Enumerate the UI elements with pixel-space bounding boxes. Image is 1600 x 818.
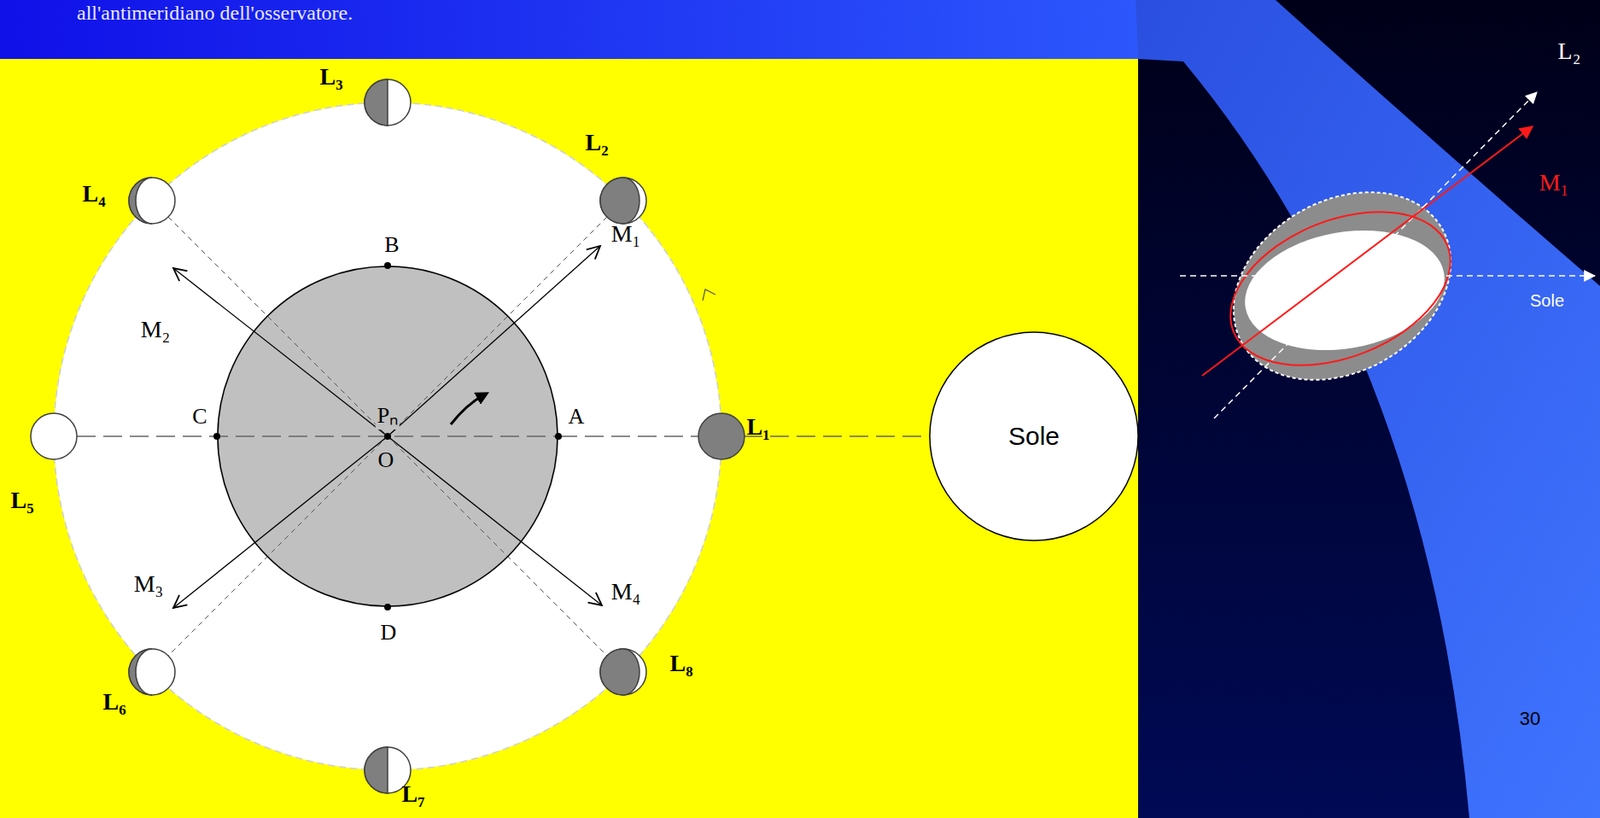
point-dot: [384, 603, 392, 611]
yellow-panel: [0, 58, 1139, 818]
meridian-arrow: [387, 245, 601, 437]
meridian-label: M₂: [140, 315, 171, 344]
sun-direction: [1179, 274, 1595, 277]
moon-axis: [1214, 92, 1537, 419]
lit-part: [1235, 216, 1455, 366]
waxing-crescent: [600, 177, 647, 224]
moon-label: L₇: [401, 780, 425, 808]
meridian-label: M₁: [1539, 169, 1570, 197]
page-number: 30: [1519, 707, 1541, 730]
sun-label: Sole: [1529, 291, 1565, 311]
moon-label: L₄: [81, 180, 106, 208]
moon-label: L₂: [1558, 37, 1582, 65]
point-dot: [213, 432, 221, 440]
moon-label: L₅: [10, 486, 34, 514]
blue-band: [1135, 0, 1600, 818]
moon-label: L₃: [319, 63, 343, 91]
meridian-label: M₄: [611, 578, 642, 606]
meridian-ellipse: [1208, 181, 1473, 395]
sun-circle: Sole: [928, 331, 1139, 542]
node-outline: [216, 265, 559, 608]
center-dot: [384, 432, 392, 440]
pole-label: Pₙ: [375, 398, 400, 430]
rotation-arrow: [450, 395, 484, 425]
point-dot: [554, 432, 562, 440]
point-label: A: [568, 403, 585, 430]
moon-label: L₆: [102, 688, 126, 716]
earth-circle: PₙO: [216, 265, 559, 608]
new-moon: [698, 413, 745, 460]
meridian-arrow: [173, 436, 388, 608]
meridian-arrow: [173, 268, 388, 437]
orbit-tick: [702, 289, 716, 301]
earth-circle: [217, 266, 558, 607]
diagonal-line: [168, 216, 608, 656]
waning-crescent: [600, 648, 647, 695]
meridian-label: M₁: [611, 220, 642, 248]
note-text: all'antimeridiano dell'osservatore.: [76, 1, 353, 25]
moon-label: L₂: [584, 128, 608, 157]
waxing-gibbous: [128, 177, 176, 224]
moon-label: L₁: [746, 413, 770, 441]
title-bar: [0, 0, 1276, 59]
sun-circle: [929, 332, 1139, 541]
point-label: C: [192, 403, 207, 430]
first-quarter: [364, 79, 411, 126]
point-label: B: [384, 232, 399, 258]
full-moon: [30, 413, 77, 460]
center-label: O: [376, 447, 397, 473]
waning-gibbous: [128, 648, 176, 695]
sun-earth-line: [76, 435, 559, 438]
point-label: D: [380, 619, 398, 646]
meridian-arrow: [387, 436, 602, 606]
meridian-direction: [1202, 126, 1533, 376]
meridian-label: M₃: [134, 570, 164, 598]
sun-label: Sole: [1008, 421, 1060, 451]
diagonal-line: [168, 216, 608, 656]
point-dot: [384, 262, 392, 269]
moon-label: L₈: [669, 649, 693, 678]
